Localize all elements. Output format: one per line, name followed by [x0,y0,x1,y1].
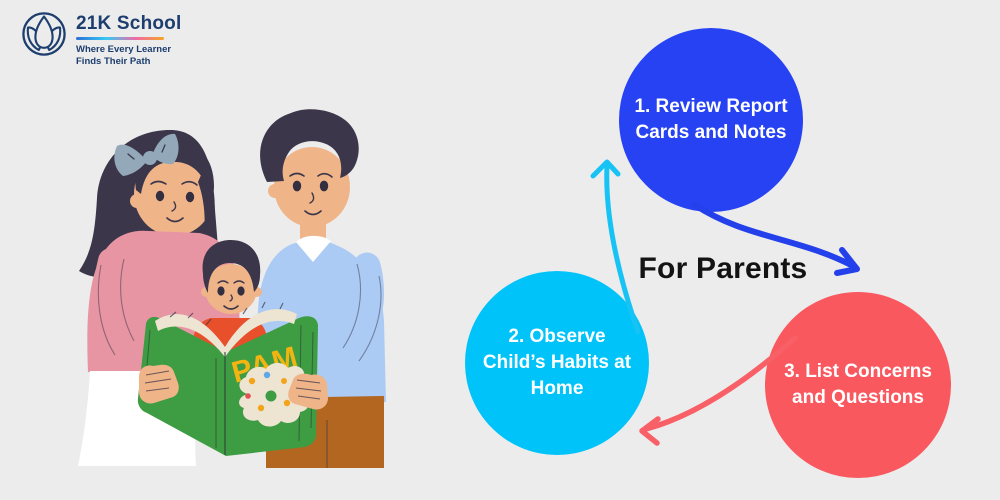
family-reading-illustration: PAM [78,109,386,468]
center-label: For Parents [638,252,808,285]
logo-gradient-bar [76,37,164,40]
book: PAM [137,301,318,456]
logo: 21K School Where Every Learner Finds The… [21,11,181,68]
logo-tagline-line1: Where Every Learner [76,43,172,55]
step-2-line-3: Home [530,378,584,400]
step-1-line-2: Cards and Notes [635,122,787,143]
step-3-line-2: and Questions [792,387,924,408]
step-1-line-1: 1. Review Report [634,95,788,117]
step-circle-1: 1. Review Report Cards and Notes [619,28,803,212]
hands [139,364,328,410]
lotus-in-circle-icon [22,12,66,56]
step-2-line-1: 2. Observe [508,325,606,347]
step-2-line-2: Child’s Habits at [482,351,632,373]
step-3-line-1: 3. List Concerns [784,360,932,382]
hair-bow [114,133,179,176]
child-figure [192,240,268,350]
father-figure [257,109,386,468]
logo-tagline-line2: Finds Their Path [76,55,151,67]
logo-title: 21K School [76,13,182,34]
logo-text: 21K School Where Every Learner Finds The… [76,11,181,68]
logo-tagline: Where Every Learner Finds Their Path [76,44,181,69]
book-title-text: PAM [228,340,302,389]
step-circle-3: 3. List Concerns and Questions [765,292,951,478]
paint-splat [239,362,312,427]
step-circle-2: 2. Observe Child’s Habits at Home [465,271,649,455]
mother-figure [78,130,240,466]
